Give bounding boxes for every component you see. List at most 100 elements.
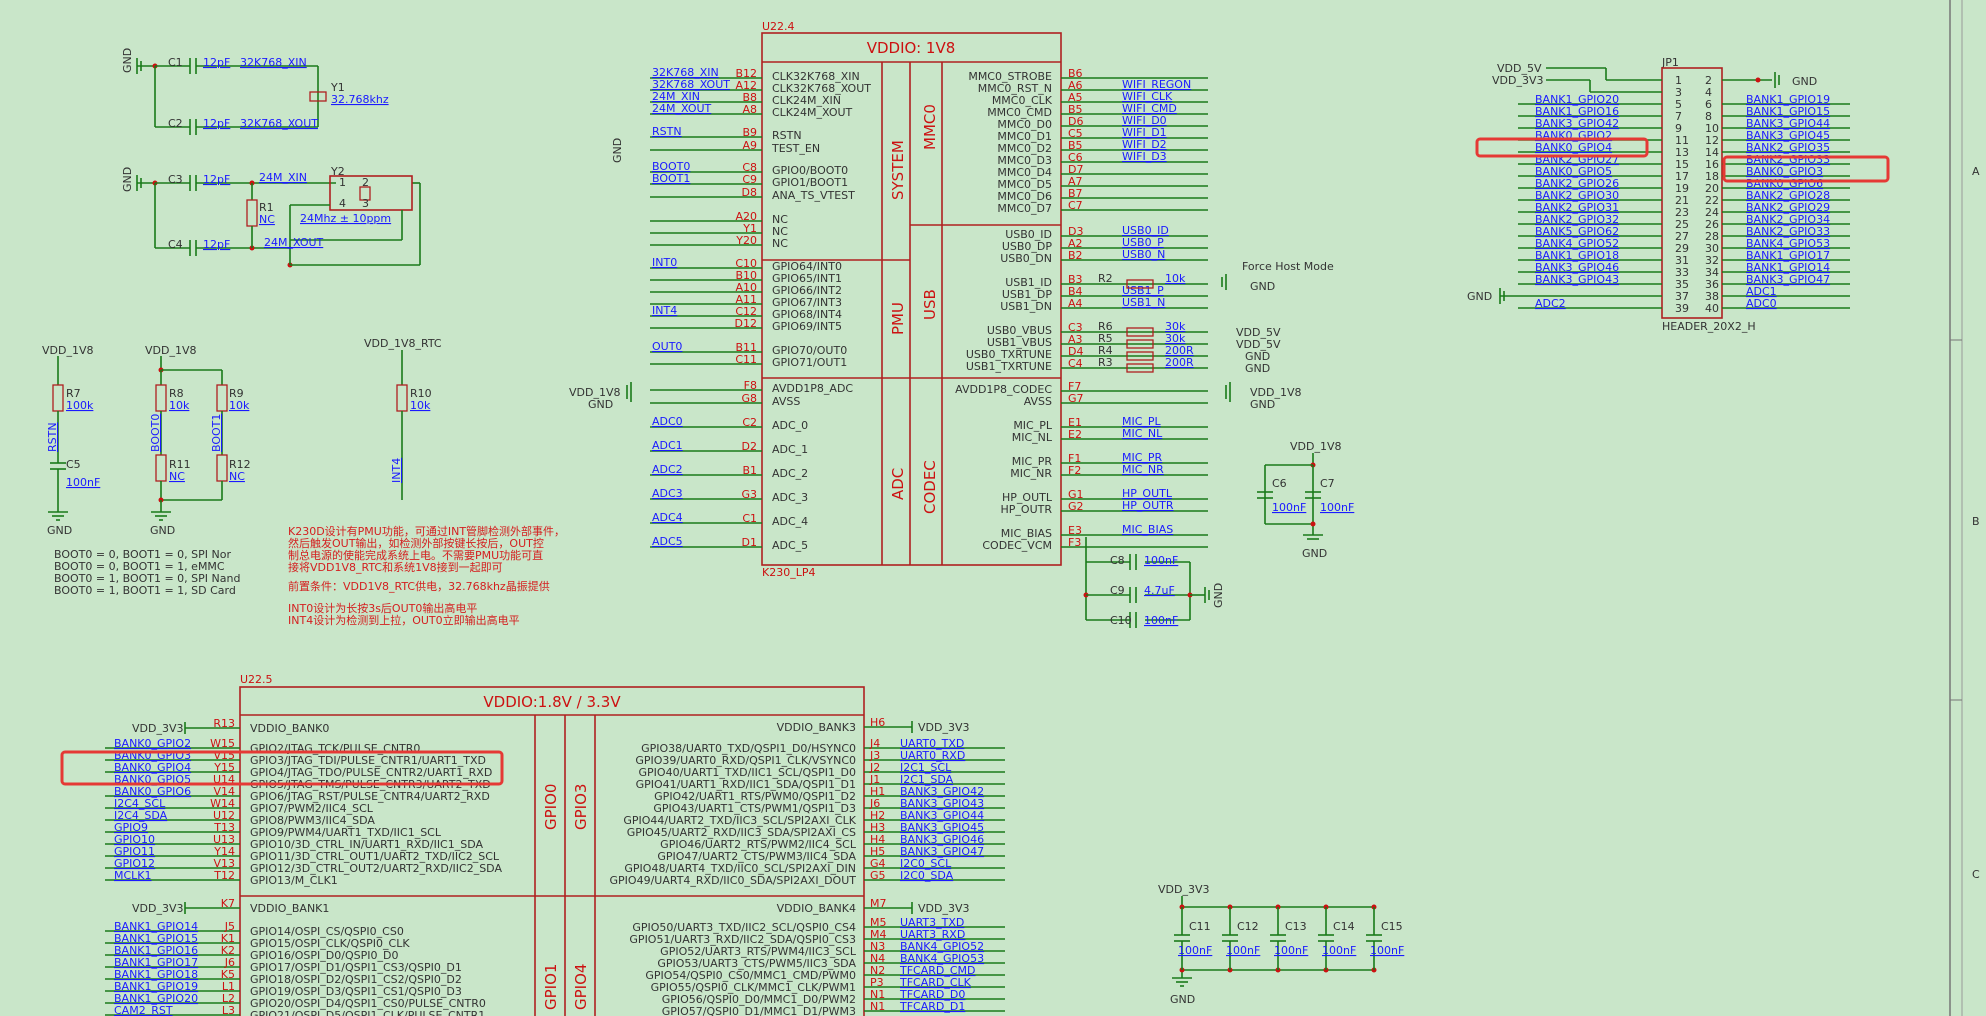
pin-name: MIC_NL bbox=[1012, 431, 1053, 444]
cap-ref: C15 bbox=[1381, 920, 1403, 933]
net-label-cam2-rst: CAM2_RST bbox=[114, 1004, 173, 1016]
net-label-bank1-gpio15: BANK1_GPIO15 bbox=[1746, 105, 1830, 118]
pin-name: MMC0_D4 bbox=[997, 166, 1052, 179]
pin-number: F1 bbox=[1068, 452, 1081, 465]
block-gpio3: GPIO3 bbox=[572, 784, 590, 830]
net-label-tfcard-clk: TFCARD_CLK bbox=[899, 976, 972, 989]
pin-number: 22 bbox=[1705, 194, 1719, 207]
net-label-mic-pl: MIC_PL bbox=[1122, 415, 1162, 428]
vdd5v-label: VDD_5V bbox=[1236, 326, 1281, 339]
pin-number: 24 bbox=[1705, 206, 1719, 219]
pin-number: N3 bbox=[870, 940, 885, 953]
pin-name: ANA_TS_VTEST bbox=[772, 189, 855, 202]
net-label-uart3-txd: UART3_TXD bbox=[900, 916, 964, 929]
vdd18-label: VDD_1V8 bbox=[42, 344, 94, 357]
u224-part: K230_LP4 bbox=[762, 566, 815, 579]
r9-ref: R9 bbox=[229, 387, 244, 400]
gnd-label: GND bbox=[1250, 398, 1275, 411]
net-label-24m-xout: 24M_XOUT bbox=[652, 102, 712, 115]
net-label-usb0-n: USB0_N bbox=[1122, 248, 1165, 261]
c1-net: 32K768_XIN bbox=[240, 56, 307, 69]
pin-number: D2 bbox=[742, 440, 757, 453]
r12-ref: R12 bbox=[229, 458, 251, 471]
resistor-ref: R3 bbox=[1098, 356, 1113, 369]
pin-number: 18 bbox=[1705, 170, 1719, 183]
pin-number: E3 bbox=[1068, 524, 1082, 537]
pin-number: B3 bbox=[1068, 273, 1083, 286]
pin-name: HP_OUTR bbox=[1001, 503, 1053, 516]
gnd-label: GND bbox=[611, 138, 624, 163]
vdd18-label: VDD_1V8 bbox=[145, 344, 197, 357]
pin-number: F3 bbox=[1068, 536, 1081, 549]
pin-number: C3 bbox=[1068, 321, 1083, 334]
pin-name: VDDIO_BANK3 bbox=[777, 721, 856, 734]
pin-name: CLK24M_XIN bbox=[772, 94, 841, 107]
resistor-ref: R2 bbox=[1098, 272, 1113, 285]
note-line: K230D设计有PMU功能，可通过INT管脚检测外部事件， bbox=[288, 524, 565, 538]
pin-number: Y14 bbox=[213, 845, 235, 858]
c7-ref: C7 bbox=[1320, 477, 1335, 490]
pin-number: 20 bbox=[1705, 182, 1719, 195]
net-label-tfcard-d0: TFCARD_D0 bbox=[899, 988, 965, 1001]
pin-name: USB1_ID bbox=[1005, 276, 1052, 289]
pin-number: F7 bbox=[1068, 380, 1081, 393]
note-line: 然后触发OUT输出，如检测外部按键长按后，OUT控 bbox=[288, 536, 544, 550]
block-gpio0: GPIO0 bbox=[542, 784, 560, 830]
pin-name: GPIO67/INT3 bbox=[772, 296, 842, 309]
net-label-bank1-gpio18: BANK1_GPIO18 bbox=[1535, 249, 1619, 262]
c4-value: 12pF bbox=[203, 238, 230, 251]
pin-number: H5 bbox=[870, 845, 885, 858]
pin-number: B7 bbox=[1068, 187, 1083, 200]
pin-name: GPIO48/UART4_TXD/IIC0_SCL/SPI2AXI_DIN bbox=[624, 862, 856, 875]
net-label-i2c0-sda: I2C0_SDA bbox=[900, 869, 954, 882]
net-label-mic-pr: MIC_PR bbox=[1122, 451, 1163, 464]
r7-ref: R7 bbox=[66, 387, 81, 400]
pin-name: GPIO55/QSPI0_CLK/MMC1_CLK/PWM1 bbox=[651, 981, 856, 994]
pin-name: GPIO6/JTAG_RST/PULSE_CNTR4/UART2_RXD bbox=[250, 790, 490, 803]
resistor-ref: R5 bbox=[1098, 332, 1113, 345]
net-label-bank2-gpio34: BANK2_GPIO34 bbox=[1746, 213, 1830, 226]
net-label-bank3-gpio46: BANK3_GPIO46 bbox=[900, 833, 984, 846]
net-label-bank2-gpio29: BANK2_GPIO29 bbox=[1746, 201, 1830, 214]
pin-number: M4 bbox=[870, 928, 887, 941]
pin-name: GPIO14/OSPI_CS/QSPI0_CS0 bbox=[250, 925, 404, 938]
pin-name: MMC0_D6 bbox=[997, 190, 1052, 203]
pin-name: GPIO49/UART4_RXD/IIC0_SDA/SPI2AXI_DOUT bbox=[610, 874, 857, 887]
cap-ref: C12 bbox=[1237, 920, 1259, 933]
pin-number: 23 bbox=[1675, 206, 1689, 219]
pin-number: 4 bbox=[1705, 86, 1712, 99]
pin-name: MIC_PR bbox=[1012, 455, 1053, 468]
pin-name: GPIO0/BOOT0 bbox=[772, 164, 848, 177]
decoupling-1v8: VDD_1V8 C6 100nF C7 100nF GND bbox=[1257, 440, 1354, 560]
pin-name: GPIO45/UART2_RXD/IIC3_SDA/SPI2AXI_CS bbox=[627, 826, 856, 839]
pin-number: B5 bbox=[1068, 139, 1083, 152]
net-label-uart0-rxd: UART0_RXD bbox=[900, 749, 965, 762]
resistor-value: 10k bbox=[1165, 272, 1186, 285]
pin-name: GPIO68/INT4 bbox=[772, 308, 842, 321]
pin-number: 34 bbox=[1705, 266, 1719, 279]
boot-row: BOOT0 = 1, BOOT1 = 1, SD Card bbox=[54, 584, 236, 597]
net-label-hp-outl: HP_OUTL bbox=[1122, 487, 1173, 500]
pin-name: ADC_3 bbox=[772, 491, 808, 504]
boot-mode-table: BOOT0 = 0, BOOT1 = 0, SPI Nor BOOT0 = 0,… bbox=[54, 548, 240, 597]
pin-number: 38 bbox=[1705, 290, 1719, 303]
net-label-wifi-d3: WIFI_D3 bbox=[1122, 150, 1167, 163]
pin-number: J3 bbox=[869, 749, 880, 762]
highlight-bank0-uart1 bbox=[60, 750, 504, 786]
net-label-mic-nr: MIC_NR bbox=[1122, 463, 1164, 476]
net-label-wifi-clk: WIFI_CLK bbox=[1122, 90, 1173, 103]
pin-name: GPIO17/OSPI_D1/QSPI1_CS3/QSPI0_D1 bbox=[250, 961, 462, 974]
boot-row: BOOT0 = 0, BOOT1 = 1, eMMC bbox=[54, 560, 225, 573]
gnd-label: GND bbox=[588, 398, 613, 411]
pin-name: USB0_TXRTUNE bbox=[966, 348, 1052, 361]
resistor-value: 30k bbox=[1165, 320, 1186, 333]
pin-name: GPIO47/UART2_CTS/PWM3/IIC4_SDA bbox=[657, 850, 856, 863]
net-label-adc2: ADC2 bbox=[652, 463, 683, 476]
pin-name: MMC0_RST_N bbox=[978, 82, 1052, 95]
net-label-bank3-gpio47: BANK3_GPIO47 bbox=[1746, 273, 1830, 286]
y2-ref: Y2 bbox=[330, 165, 345, 178]
vdd18-label: VDD_1V8 bbox=[1290, 440, 1342, 453]
pin-name: USB1_VBUS bbox=[987, 336, 1052, 349]
